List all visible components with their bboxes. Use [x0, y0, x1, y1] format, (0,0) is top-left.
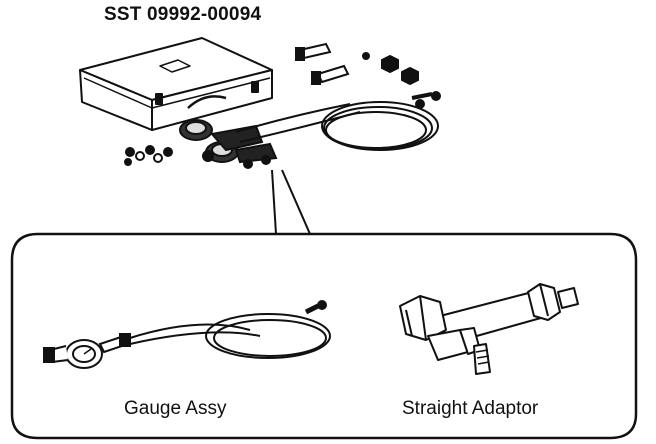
loose-fittings-icon: [124, 42, 419, 166]
parts-callout-box: [10, 232, 638, 440]
diagram-title: SST 09992-00094: [104, 4, 262, 25]
gauge-assembly-icon: [43, 300, 331, 369]
callout-pointer: [271, 169, 311, 235]
kit-gauges-and-fittings-icon: [179, 91, 441, 169]
gauge-assy-label: Gauge Assy: [124, 398, 227, 419]
sst-kit-case-icon: [79, 37, 273, 131]
straight-adaptor-icon: [399, 283, 579, 375]
straight-adaptor-label: Straight Adaptor: [402, 398, 539, 419]
